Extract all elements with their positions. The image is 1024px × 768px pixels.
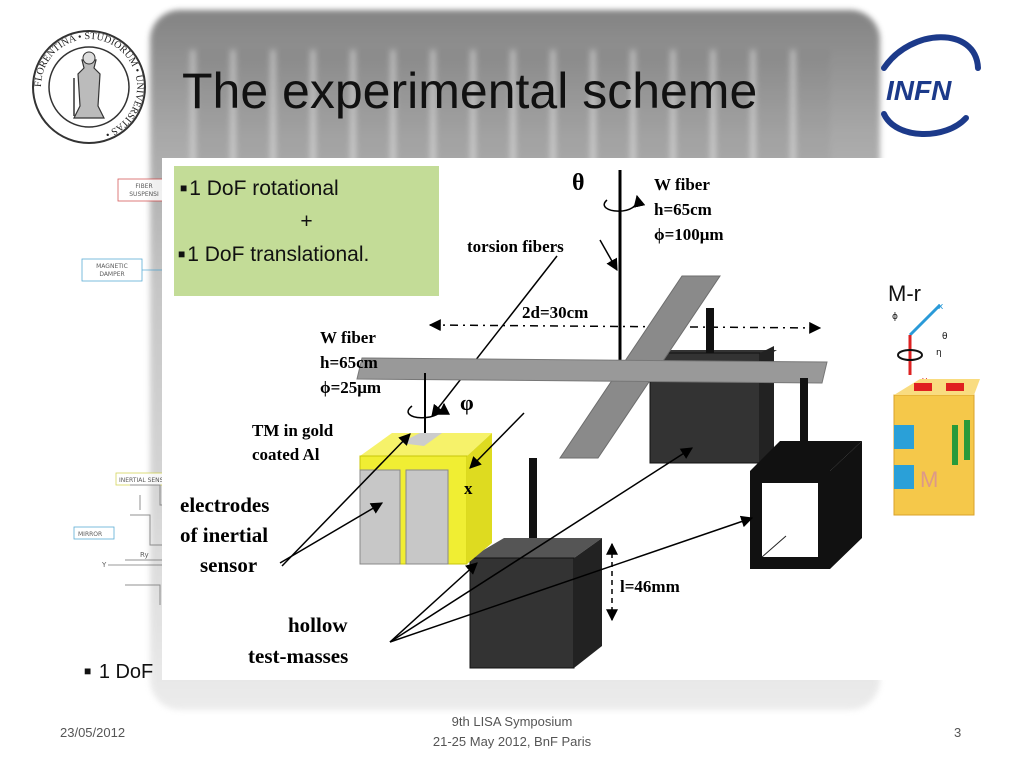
label-inertial: INERTIAL SENS: [119, 477, 164, 484]
electrodes-1: electrodes: [180, 493, 269, 517]
hollow-2: test-masses: [248, 644, 348, 668]
electrodes-2: of inertial: [180, 523, 268, 547]
bullet-rotational-text: 1 DoF rotational: [189, 177, 339, 200]
left-apparatus-diagram: FIBER SUSPENSI MAGNETIC DAMPER INERTIAL …: [73, 178, 170, 605]
w-fiber-left-3: ϕ=25μm: [320, 378, 381, 397]
distance-label: 2d=30cm: [522, 303, 588, 322]
university-seal-logo: FLORENTINA • STUDIORUM • UNIVERSITAS •: [32, 30, 146, 144]
footer-venue: 21-25 May 2012, BnF Paris: [432, 734, 592, 749]
w-fiber-top-3: ϕ=100μm: [654, 225, 724, 244]
label-fiber: FIBER: [135, 183, 152, 190]
w-fiber-top-2: h=65cm: [654, 200, 712, 219]
w-fiber-left-1: W fiber: [320, 328, 376, 347]
w-fiber-top-1: W fiber: [654, 175, 710, 194]
axis-theta: θ: [942, 332, 948, 342]
x-label: x: [464, 479, 473, 498]
dof-callout-box: ■1 DoF rotational + ■1 DoF translational…: [174, 166, 439, 296]
footer-event: 9th LISA Symposium: [451, 714, 573, 729]
infn-logo: INFN: [881, 34, 981, 137]
bullet-icon: ■: [180, 181, 188, 195]
tm-gold-1: TM in gold: [252, 421, 334, 440]
label-suspension: SUSPENSI: [129, 191, 159, 198]
hollow-1: hollow: [288, 613, 348, 637]
label-y: Y: [101, 561, 107, 569]
footer-event-block: 9th LISA Symposium 21-25 May 2012, BnF P…: [412, 712, 612, 752]
electrodes-3: sensor: [200, 553, 257, 577]
page-number: 3: [954, 725, 962, 740]
bullet-translational: ■1 DoF translational.: [178, 243, 369, 267]
right-cube-diagram: M-r x y ϕ θ η M: [888, 281, 980, 516]
svg-text:INFN: INFN: [886, 75, 952, 106]
theta-label: θ: [572, 170, 585, 196]
slide-title: The experimental scheme: [182, 63, 758, 119]
bullet-icon: ■: [84, 664, 92, 678]
bottom-bullet: ■ 1 DoF: [84, 661, 153, 684]
axis-eta: η: [936, 348, 942, 358]
length-label: l=46mm: [620, 577, 680, 596]
label-mr: M-r: [888, 281, 921, 306]
label-damper: DAMPER: [99, 271, 124, 278]
plus-sign: +: [300, 210, 313, 233]
axis-x: x: [938, 302, 944, 312]
w-fiber-left-2: h=65cm: [320, 353, 378, 372]
tm-gold-2: coated Al: [252, 445, 320, 464]
torsion-fibers-label: torsion fibers: [467, 237, 564, 256]
label-mirror: MIRROR: [78, 531, 102, 538]
axis-phi: ϕ: [892, 312, 898, 322]
bullet-rotational: ■1 DoF rotational: [180, 177, 339, 201]
label-tm: M: [920, 467, 938, 492]
label-magnetic: MAGNETIC: [96, 263, 128, 270]
label-ry: Ry: [140, 551, 149, 559]
bullet-translational-text: 1 DoF translational.: [187, 243, 370, 266]
bottom-bullet-text: 1 DoF: [98, 661, 154, 683]
bullet-icon: ■: [178, 247, 186, 261]
footer-date: 23/05/2012: [60, 725, 126, 740]
phi-label: φ: [460, 390, 474, 415]
